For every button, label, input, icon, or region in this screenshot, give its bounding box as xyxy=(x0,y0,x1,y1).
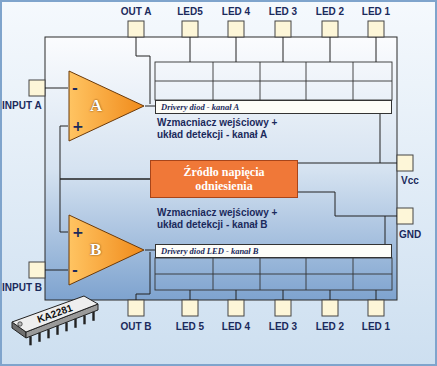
band-text: Drivery diod LED - kanał B xyxy=(161,246,386,256)
pin-label: LED 2 xyxy=(305,320,355,333)
driver-cells xyxy=(155,62,392,100)
amplifier-triangle: + -B xyxy=(68,214,145,286)
pin-label: INPUT A xyxy=(2,99,46,112)
pin xyxy=(397,208,413,224)
amplifier-triangle: - + A xyxy=(68,70,145,142)
wire xyxy=(190,37,191,62)
grid-line xyxy=(155,81,392,82)
chip-body xyxy=(45,37,397,300)
pin-label: LED 3 xyxy=(258,5,308,18)
channel-letter: A xyxy=(90,96,102,116)
pin xyxy=(368,21,384,37)
grid-line xyxy=(260,62,261,100)
package-top xyxy=(12,296,98,332)
wire xyxy=(298,192,397,216)
pin-label: LED 4 xyxy=(211,320,261,333)
package-leg xyxy=(74,319,76,328)
block-caption: Wzmacniacz wejściowy + układ detekcji - … xyxy=(157,207,297,231)
package-leg xyxy=(56,326,58,335)
pin-label: OUT B xyxy=(111,320,161,333)
wire xyxy=(385,216,386,244)
wire xyxy=(330,290,331,300)
wire xyxy=(283,37,284,62)
package-leg xyxy=(47,329,49,338)
pin-label: LED 2 xyxy=(305,5,355,18)
wire xyxy=(236,290,237,300)
pin xyxy=(228,21,244,37)
wire xyxy=(380,114,381,163)
input-sign: + xyxy=(72,224,84,240)
signal-wire xyxy=(145,250,155,251)
wire xyxy=(136,252,150,300)
triangle-shape xyxy=(69,71,144,141)
wire xyxy=(298,163,397,164)
pin xyxy=(128,300,144,316)
pin xyxy=(29,262,45,278)
grid-line xyxy=(213,62,214,100)
pin xyxy=(368,300,384,316)
block-caption: Wzmacniacz wejściowy + układ detekcji - … xyxy=(157,117,297,141)
grid-line xyxy=(353,258,354,290)
input-sign: - xyxy=(72,262,78,278)
pin-label: LED 1 xyxy=(351,320,401,333)
wires xyxy=(45,37,397,300)
wire xyxy=(190,290,191,300)
pin xyxy=(182,21,198,37)
wire xyxy=(45,270,68,271)
wire xyxy=(236,37,237,62)
pin-label: LED 4 xyxy=(211,5,261,18)
grid-line xyxy=(213,258,214,290)
input-sign: - xyxy=(72,80,78,96)
pin-label: GND xyxy=(399,228,431,241)
wire xyxy=(330,37,331,62)
input-sign: + xyxy=(72,118,84,134)
driver-band: Drivery diod LED - kanał B xyxy=(155,244,392,258)
reference-box: Źródło napięcia odniesienia xyxy=(150,160,298,198)
ic-package-picture xyxy=(12,296,98,345)
pin xyxy=(228,300,244,316)
pin-label: LED 1 xyxy=(351,5,401,18)
pin xyxy=(322,300,338,316)
pin-label: LED 3 xyxy=(258,320,308,333)
package-leg xyxy=(65,322,67,331)
pin xyxy=(29,80,45,96)
signal-wire xyxy=(145,106,155,107)
package-leg xyxy=(29,336,31,345)
pin xyxy=(322,21,338,37)
pin-label: LED 5 xyxy=(165,320,215,333)
pin xyxy=(128,21,144,37)
wire xyxy=(376,290,377,300)
package-leg xyxy=(38,333,40,342)
grid-line xyxy=(306,258,307,290)
channel-letter: B xyxy=(90,240,101,260)
wire xyxy=(283,290,284,300)
pin xyxy=(182,300,198,316)
package-leg xyxy=(92,312,94,321)
grid-line xyxy=(306,62,307,100)
band-text: Drivery diod - kanał A xyxy=(161,102,386,112)
wire xyxy=(376,37,377,62)
pin xyxy=(275,21,291,37)
pins xyxy=(29,21,413,316)
pin-label: Vcc xyxy=(401,174,431,187)
triangle-shape xyxy=(69,215,144,285)
box-text: Źródło napięcia odniesienia xyxy=(163,165,285,193)
pin-label: OUT A xyxy=(111,5,161,18)
wire xyxy=(136,37,150,104)
driver-band: Drivery diod - kanał A xyxy=(155,100,392,114)
wire xyxy=(45,88,68,89)
grid-line xyxy=(353,62,354,100)
grid-line xyxy=(155,274,392,275)
pin-label: INPUT B xyxy=(2,281,46,294)
pin-label: LED5 xyxy=(165,5,215,18)
pin xyxy=(397,155,413,171)
package-leg xyxy=(83,315,85,324)
package-notch xyxy=(18,322,22,326)
pin xyxy=(275,300,291,316)
driver-cells xyxy=(155,258,392,290)
grid-line xyxy=(260,258,261,290)
